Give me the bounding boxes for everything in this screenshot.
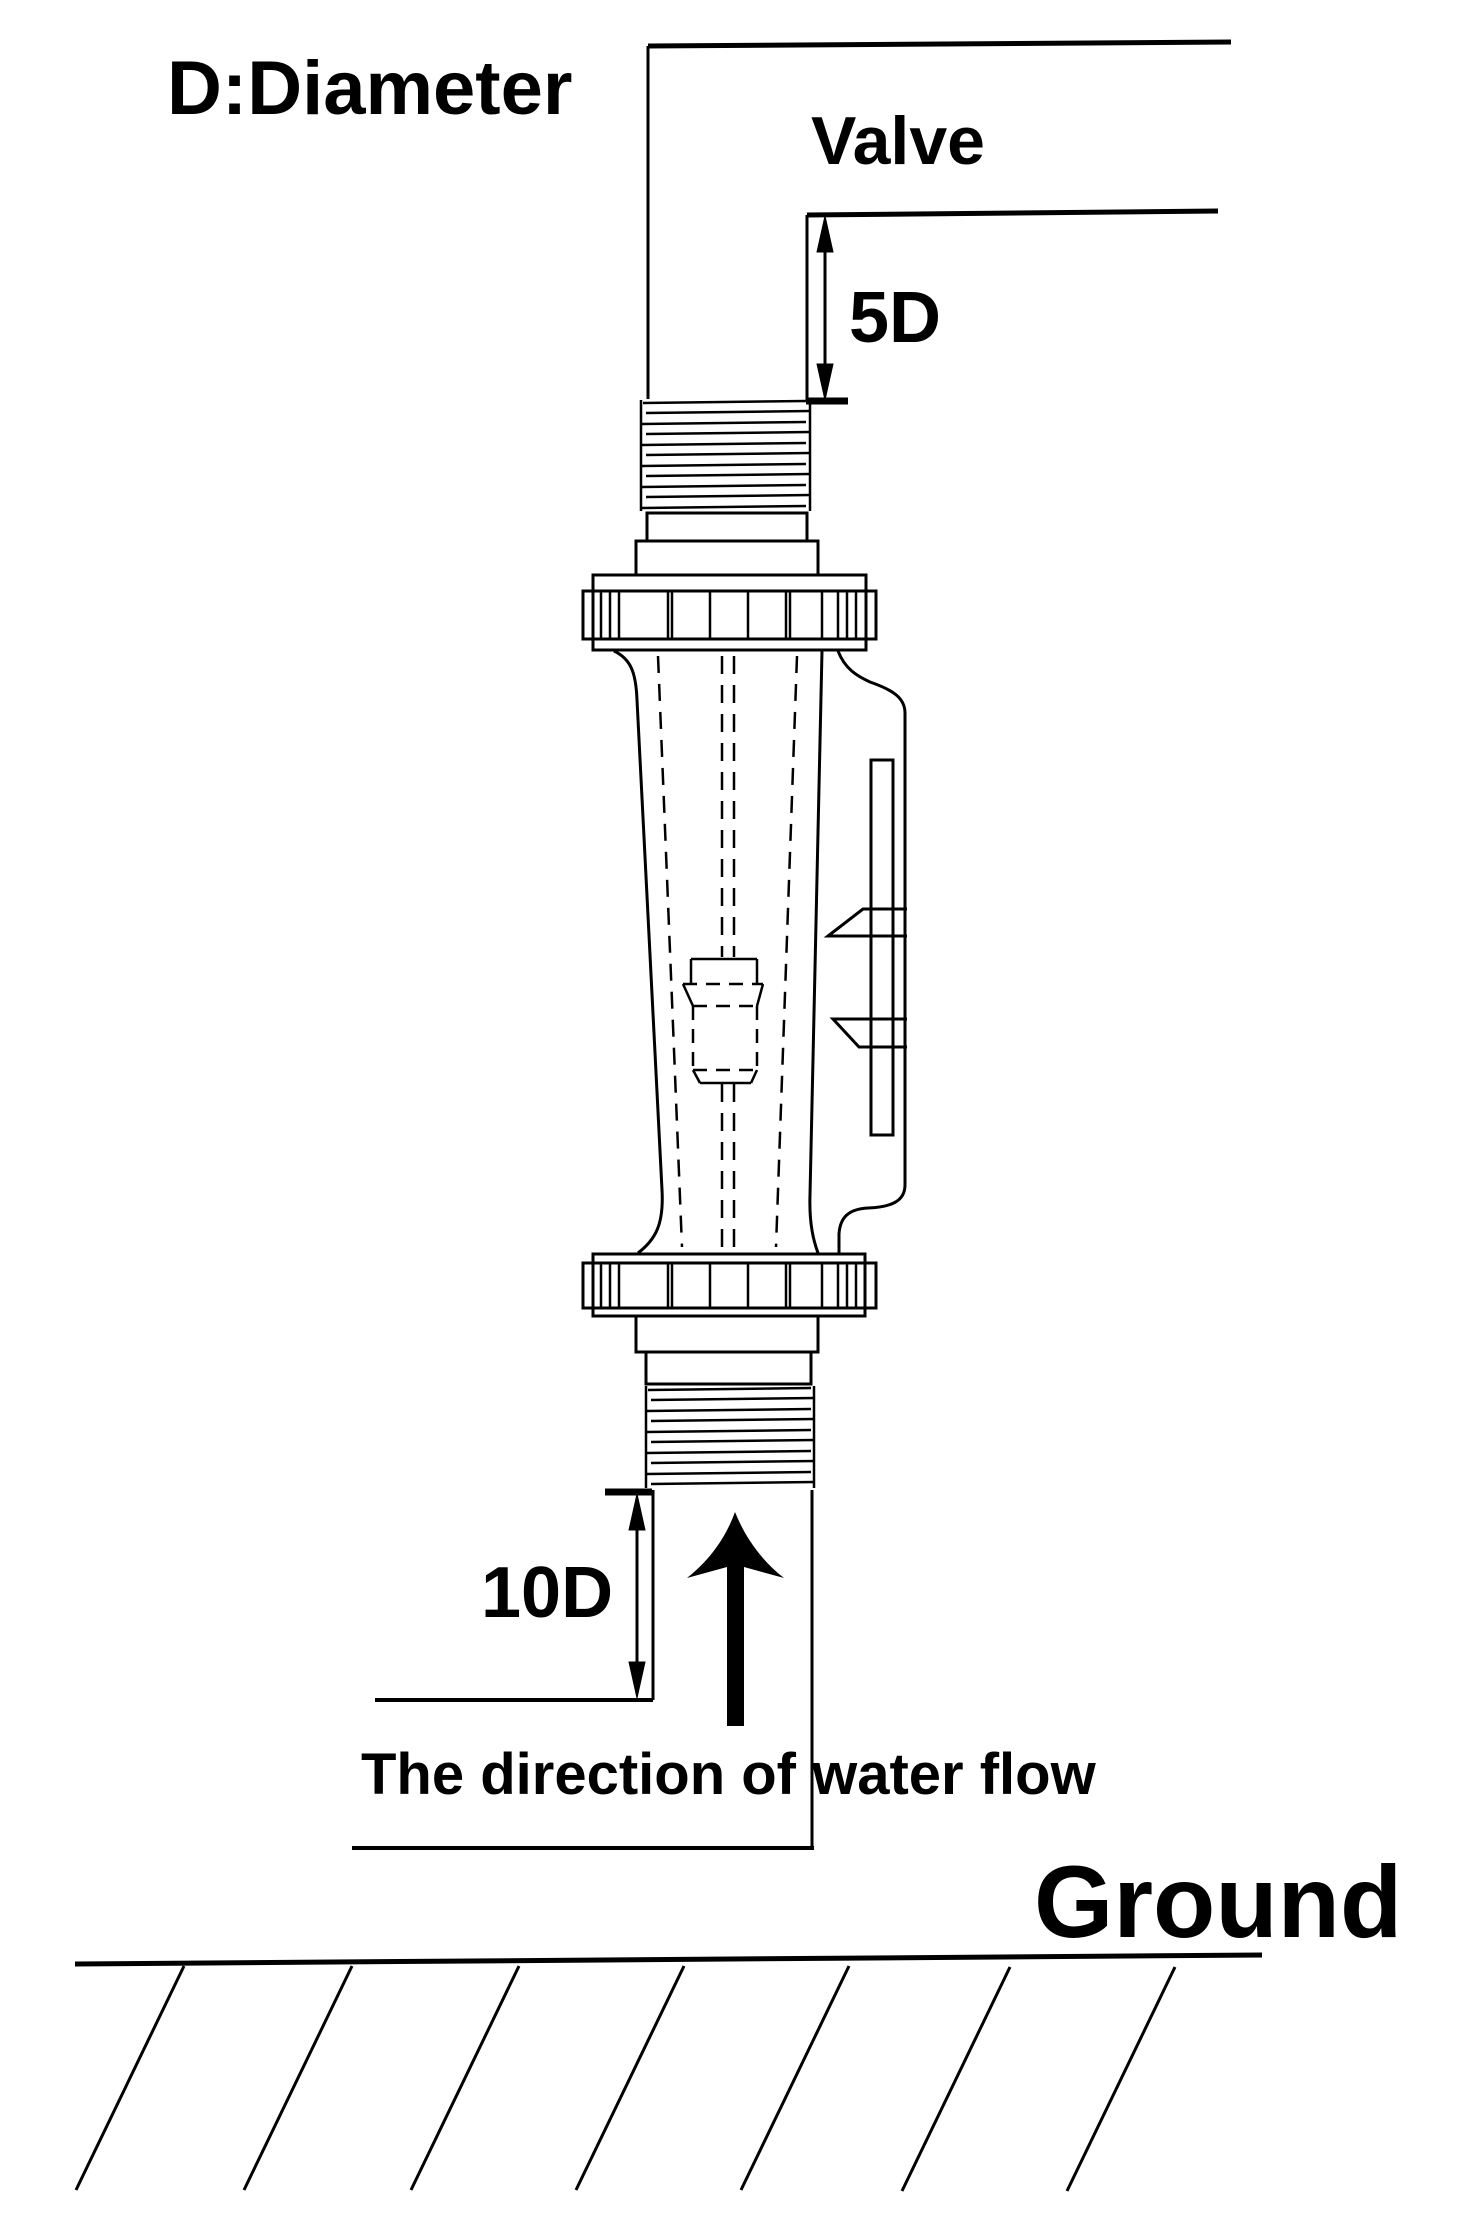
flow-direction-arrow — [687, 1512, 784, 1726]
hatch-line — [74, 1965, 186, 2191]
thread-ridge — [646, 1470, 812, 1476]
top-threads — [639, 399, 812, 511]
float-chamfer-right — [749, 1069, 759, 1084]
thread-ridge — [645, 493, 811, 499]
dim-5d-arrowhead-up — [816, 215, 834, 253]
thread-ridge — [645, 409, 811, 415]
body-right-outer-contour — [836, 650, 907, 1253]
dim-10d-arrowhead-up — [628, 1493, 646, 1531]
bottom-nut-knurl-band — [581, 1261, 878, 1310]
meter-body — [613, 649, 907, 1255]
thread-ridge — [645, 451, 811, 457]
float-guide-rod — [720, 656, 736, 1251]
top-step-wide — [634, 539, 820, 577]
hatch-line — [409, 1965, 521, 2191]
scale-rail — [869, 758, 895, 1137]
top-nut-knurl-ribs — [599, 591, 858, 639]
outlet-pipe — [646, 46, 809, 400]
body-left-contour — [613, 649, 664, 1255]
scale-pointers — [823, 907, 907, 1049]
body-right-inner-contour — [808, 650, 824, 1254]
dim-10d — [605, 1488, 652, 1699]
hatch-line — [900, 1966, 1012, 2192]
float-chamfer-left — [691, 1069, 702, 1084]
ground-label: Ground — [1034, 1845, 1402, 1959]
scale-pointer-upper — [823, 907, 907, 938]
float — [681, 957, 765, 1085]
hatch-line — [1065, 1966, 1177, 2192]
dim-10d-label: 10D — [481, 1553, 613, 1633]
thread-ridge — [641, 504, 807, 510]
top-nut-flange — [591, 573, 868, 652]
bottom-step-small — [644, 1350, 813, 1386]
dim-5d-label: 5D — [849, 278, 941, 358]
thread-ridge — [646, 1428, 812, 1434]
thread-ridge — [645, 472, 811, 478]
valve-break-lines — [647, 39, 1232, 218]
dim-10d-arrowhead-down — [628, 1661, 646, 1699]
thread-ridge — [646, 1407, 812, 1413]
dim-5d — [806, 215, 848, 405]
thread-ridge — [645, 430, 811, 436]
top-nut-knurl-band — [581, 589, 878, 641]
valve-break-line-bottom — [806, 208, 1219, 218]
float-flange-right — [755, 983, 765, 1007]
thread-ridge — [646, 1449, 812, 1455]
thread-ridge — [650, 1480, 816, 1486]
thread-ridge — [650, 1438, 816, 1444]
thread-ridge — [650, 1396, 816, 1402]
ground-hatching — [74, 1965, 1177, 2192]
bottom-step-wide — [634, 1314, 820, 1354]
valve-break-line-top — [647, 39, 1232, 49]
thread-ridge — [647, 1386, 812, 1392]
thread-ridge — [641, 420, 807, 426]
thread-ridge — [650, 1417, 816, 1423]
top-step-small — [645, 511, 809, 543]
bottom-union-nut — [581, 1252, 878, 1386]
bottom-threads — [644, 1386, 816, 1488]
scale-pointer-lower — [829, 1017, 907, 1049]
ground — [74, 1952, 1263, 2192]
diameter-note-label: D:Diameter — [167, 46, 572, 131]
top-union-nut — [581, 511, 878, 652]
ground-line — [74, 1952, 1263, 1967]
bottom-nut-knurl-ribs — [599, 1263, 858, 1308]
thread-ridge — [641, 441, 807, 447]
scale-rail-strip — [869, 758, 895, 1137]
valve-label: Valve — [811, 103, 985, 179]
flow-direction-label: The direction of water flow — [361, 1742, 1097, 1807]
hatch-line — [739, 1965, 851, 2191]
thread-ridge — [641, 483, 807, 489]
taper-tube-dashed-left — [656, 655, 684, 1248]
thread-ridge — [642, 399, 807, 405]
hatch-line — [574, 1965, 686, 2191]
inlet-pipe — [352, 1490, 814, 1850]
thread-ridge — [650, 1459, 816, 1465]
taper-tube-dashed-right — [774, 655, 799, 1248]
float-flange-left — [681, 983, 695, 1007]
hatch-line — [242, 1965, 354, 2191]
dim-5d-arrowhead-down — [816, 363, 834, 401]
thread-ridge — [641, 462, 807, 468]
